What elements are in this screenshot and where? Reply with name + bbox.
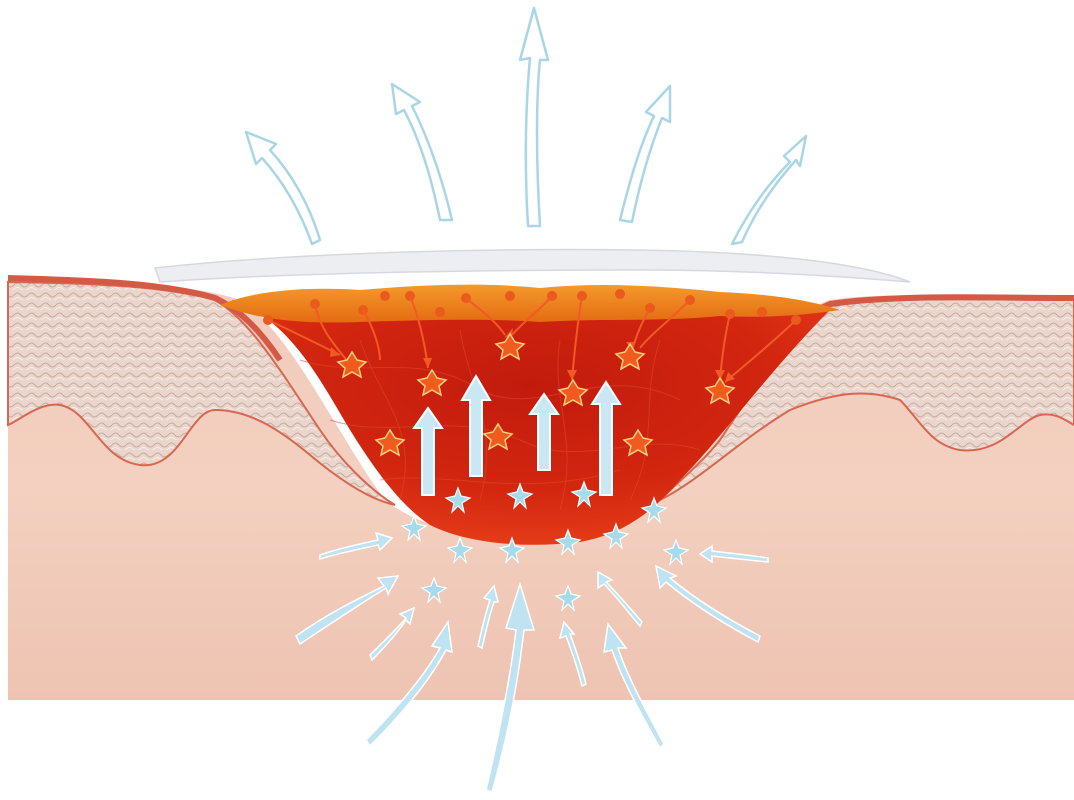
outward-arrows [246,8,806,244]
upward-arrow-icon [392,84,452,220]
upward-arrow-icon [620,86,670,222]
dressing-film [155,250,910,282]
upward-arrow-icon [732,136,806,244]
upward-arrow-icon [520,8,548,226]
upward-arrow-icon [246,132,320,244]
